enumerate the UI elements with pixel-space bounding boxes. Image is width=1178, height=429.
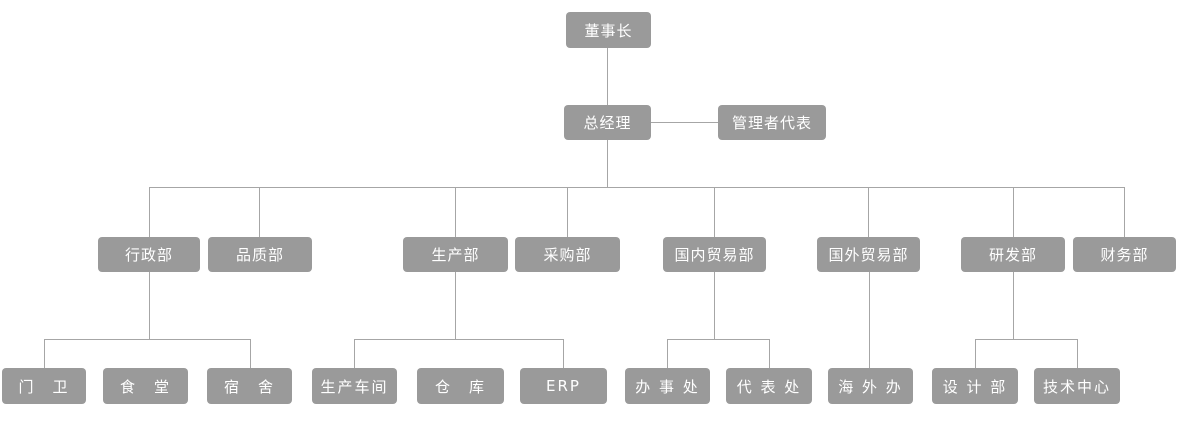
node-finance-dept: 财务部 <box>1073 237 1176 272</box>
connector-gm-rep <box>651 122 718 123</box>
connector-drop-workshop <box>354 339 355 368</box>
connector-drop-domestic <box>714 187 715 237</box>
node-general-manager: 总经理 <box>564 105 651 140</box>
connector-gm-bus <box>607 140 608 187</box>
node-rnd-dept: 研发部 <box>961 237 1065 272</box>
connector-bus-domestic-group <box>667 339 770 340</box>
connector-domestic-bus <box>714 272 715 339</box>
node-workshop: 生产车间 <box>312 368 397 404</box>
node-production-dept: 生产部 <box>403 237 508 272</box>
node-overseas-office: 海 外 办 <box>828 368 913 404</box>
node-tech-center: 技术中心 <box>1034 368 1120 404</box>
connector-drop-gate <box>44 339 45 368</box>
connector-drop-erp <box>563 339 564 368</box>
connector-bus-production-group <box>354 339 564 340</box>
connector-foreign-overseas <box>869 272 870 368</box>
connector-bus-admin-group <box>44 339 251 340</box>
node-purchasing-dept: 采购部 <box>515 237 620 272</box>
node-gate-guard: 门 卫 <box>2 368 86 404</box>
connector-drop-purchasing <box>567 187 568 237</box>
node-domestic-trade-dept: 国内贸易部 <box>663 237 766 272</box>
node-dormitory: 宿 舍 <box>207 368 292 404</box>
connector-drop-dorm <box>250 339 251 368</box>
node-erp: ERP <box>520 368 607 404</box>
connector-bus-level3 <box>149 187 1125 188</box>
connector-drop-finance <box>1124 187 1125 237</box>
node-foreign-trade-dept: 国外贸易部 <box>817 237 920 272</box>
node-chairman: 董事长 <box>566 12 651 48</box>
node-branch-office: 办 事 处 <box>625 368 710 404</box>
connector-bus-rnd-group <box>975 339 1078 340</box>
node-warehouse: 仓 库 <box>417 368 504 404</box>
connector-drop-techcenter <box>1077 339 1078 368</box>
node-design-dept: 设 计 部 <box>932 368 1018 404</box>
node-quality-dept: 品质部 <box>208 237 312 272</box>
connector-drop-admin <box>149 187 150 237</box>
connector-drop-foreign <box>868 187 869 237</box>
connector-admin-bus <box>149 272 150 339</box>
connector-drop-design <box>975 339 976 368</box>
connector-rnd-bus <box>1013 272 1014 339</box>
node-representative-office: 代 表 处 <box>726 368 812 404</box>
node-canteen: 食 堂 <box>103 368 188 404</box>
connector-drop-quality <box>259 187 260 237</box>
connector-drop-production <box>455 187 456 237</box>
connector-chairman-gm <box>607 48 608 105</box>
node-management-representative: 管理者代表 <box>718 105 826 140</box>
node-admin-dept: 行政部 <box>98 237 200 272</box>
connector-drop-repoffice <box>769 339 770 368</box>
connector-production-bus <box>455 272 456 339</box>
connector-drop-rnd <box>1013 187 1014 237</box>
connector-drop-office <box>667 339 668 368</box>
